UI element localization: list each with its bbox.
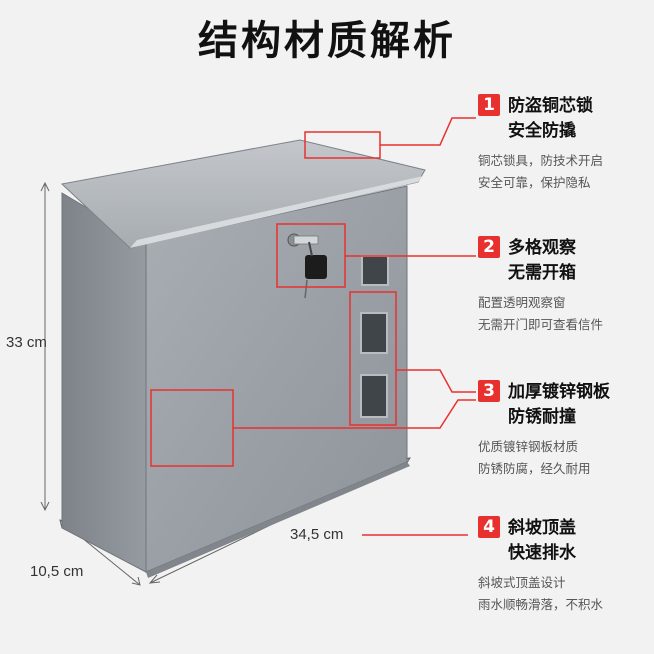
callout-description: 配置透明观察窗 无需开门即可查看信件 [478,292,654,336]
mailbox-lid-edge [130,176,423,248]
callout-number: 3 [478,380,500,402]
callout-subtitle: 防锈耐撞 [508,407,576,427]
callout-desc-line: 无需开门即可查看信件 [478,317,604,332]
width-label: 34,5 cm [290,526,344,543]
callout-subtitle: 无需开箱 [508,263,576,283]
callout-desc-line: 配置透明观察窗 [478,295,566,310]
callout-desc-line: 铜芯锁具，防技术开启 [478,153,604,168]
callout-subtitle: 安全防撬 [508,121,576,141]
callout-windows: 2 多格观察 无需开箱 配置透明观察窗 无需开门即可查看信件 [478,236,654,336]
depth-label: 10,5 cm [30,563,84,580]
callout-description: 优质镀锌钢板材质 防锈防腐，经久耐用 [478,436,654,480]
callout-title: 防盗铜芯锁 [508,96,593,116]
height-dimension-line [40,181,50,512]
callout-desc-line: 优质镀锌钢板材质 [478,439,579,454]
callout-desc-line: 斜坡式顶盖设计 [478,575,566,590]
mailbox-bottom-lip [146,462,410,578]
callout-title: 多格观察 [508,238,576,258]
callout-number: 1 [478,94,500,116]
callout-title: 斜坡顶盖 [508,518,576,538]
callout-desc-line: 防锈防腐，经久耐用 [478,461,591,476]
callout-title: 加厚镀锌钢板 [508,382,610,402]
callout-description: 铜芯锁具，防技术开启 安全可靠，保护隐私 [478,150,654,194]
callout-lock: 1 防盗铜芯锁 安全防撬 铜芯锁具，防技术开启 安全可靠，保护隐私 [478,94,654,194]
height-label: 33 cm [6,334,47,351]
callout-desc-line: 安全可靠，保护隐私 [478,175,591,190]
callout-description: 斜坡式顶盖设计 雨水顺畅滑落，不积水 [478,572,654,616]
callout-number: 2 [478,236,500,258]
callout-steel: 3 加厚镀锌钢板 防锈耐撞 优质镀锌钢板材质 防锈防腐，经久耐用 [478,380,654,480]
callout-lid: 4 斜坡顶盖 快速排水 斜坡式顶盖设计 雨水顺畅滑落，不积水 [478,516,654,616]
mailbox-side-panel [61,192,147,573]
callout-subtitle: 快速排水 [508,543,576,563]
page-title: 结构材质解析 [198,18,456,64]
lock-icon [287,233,327,299]
callout-number: 4 [478,516,500,538]
callout-desc-line: 雨水顺畅滑落，不积水 [478,597,604,612]
observation-windows [360,255,389,418]
leader-lines [233,117,476,536]
